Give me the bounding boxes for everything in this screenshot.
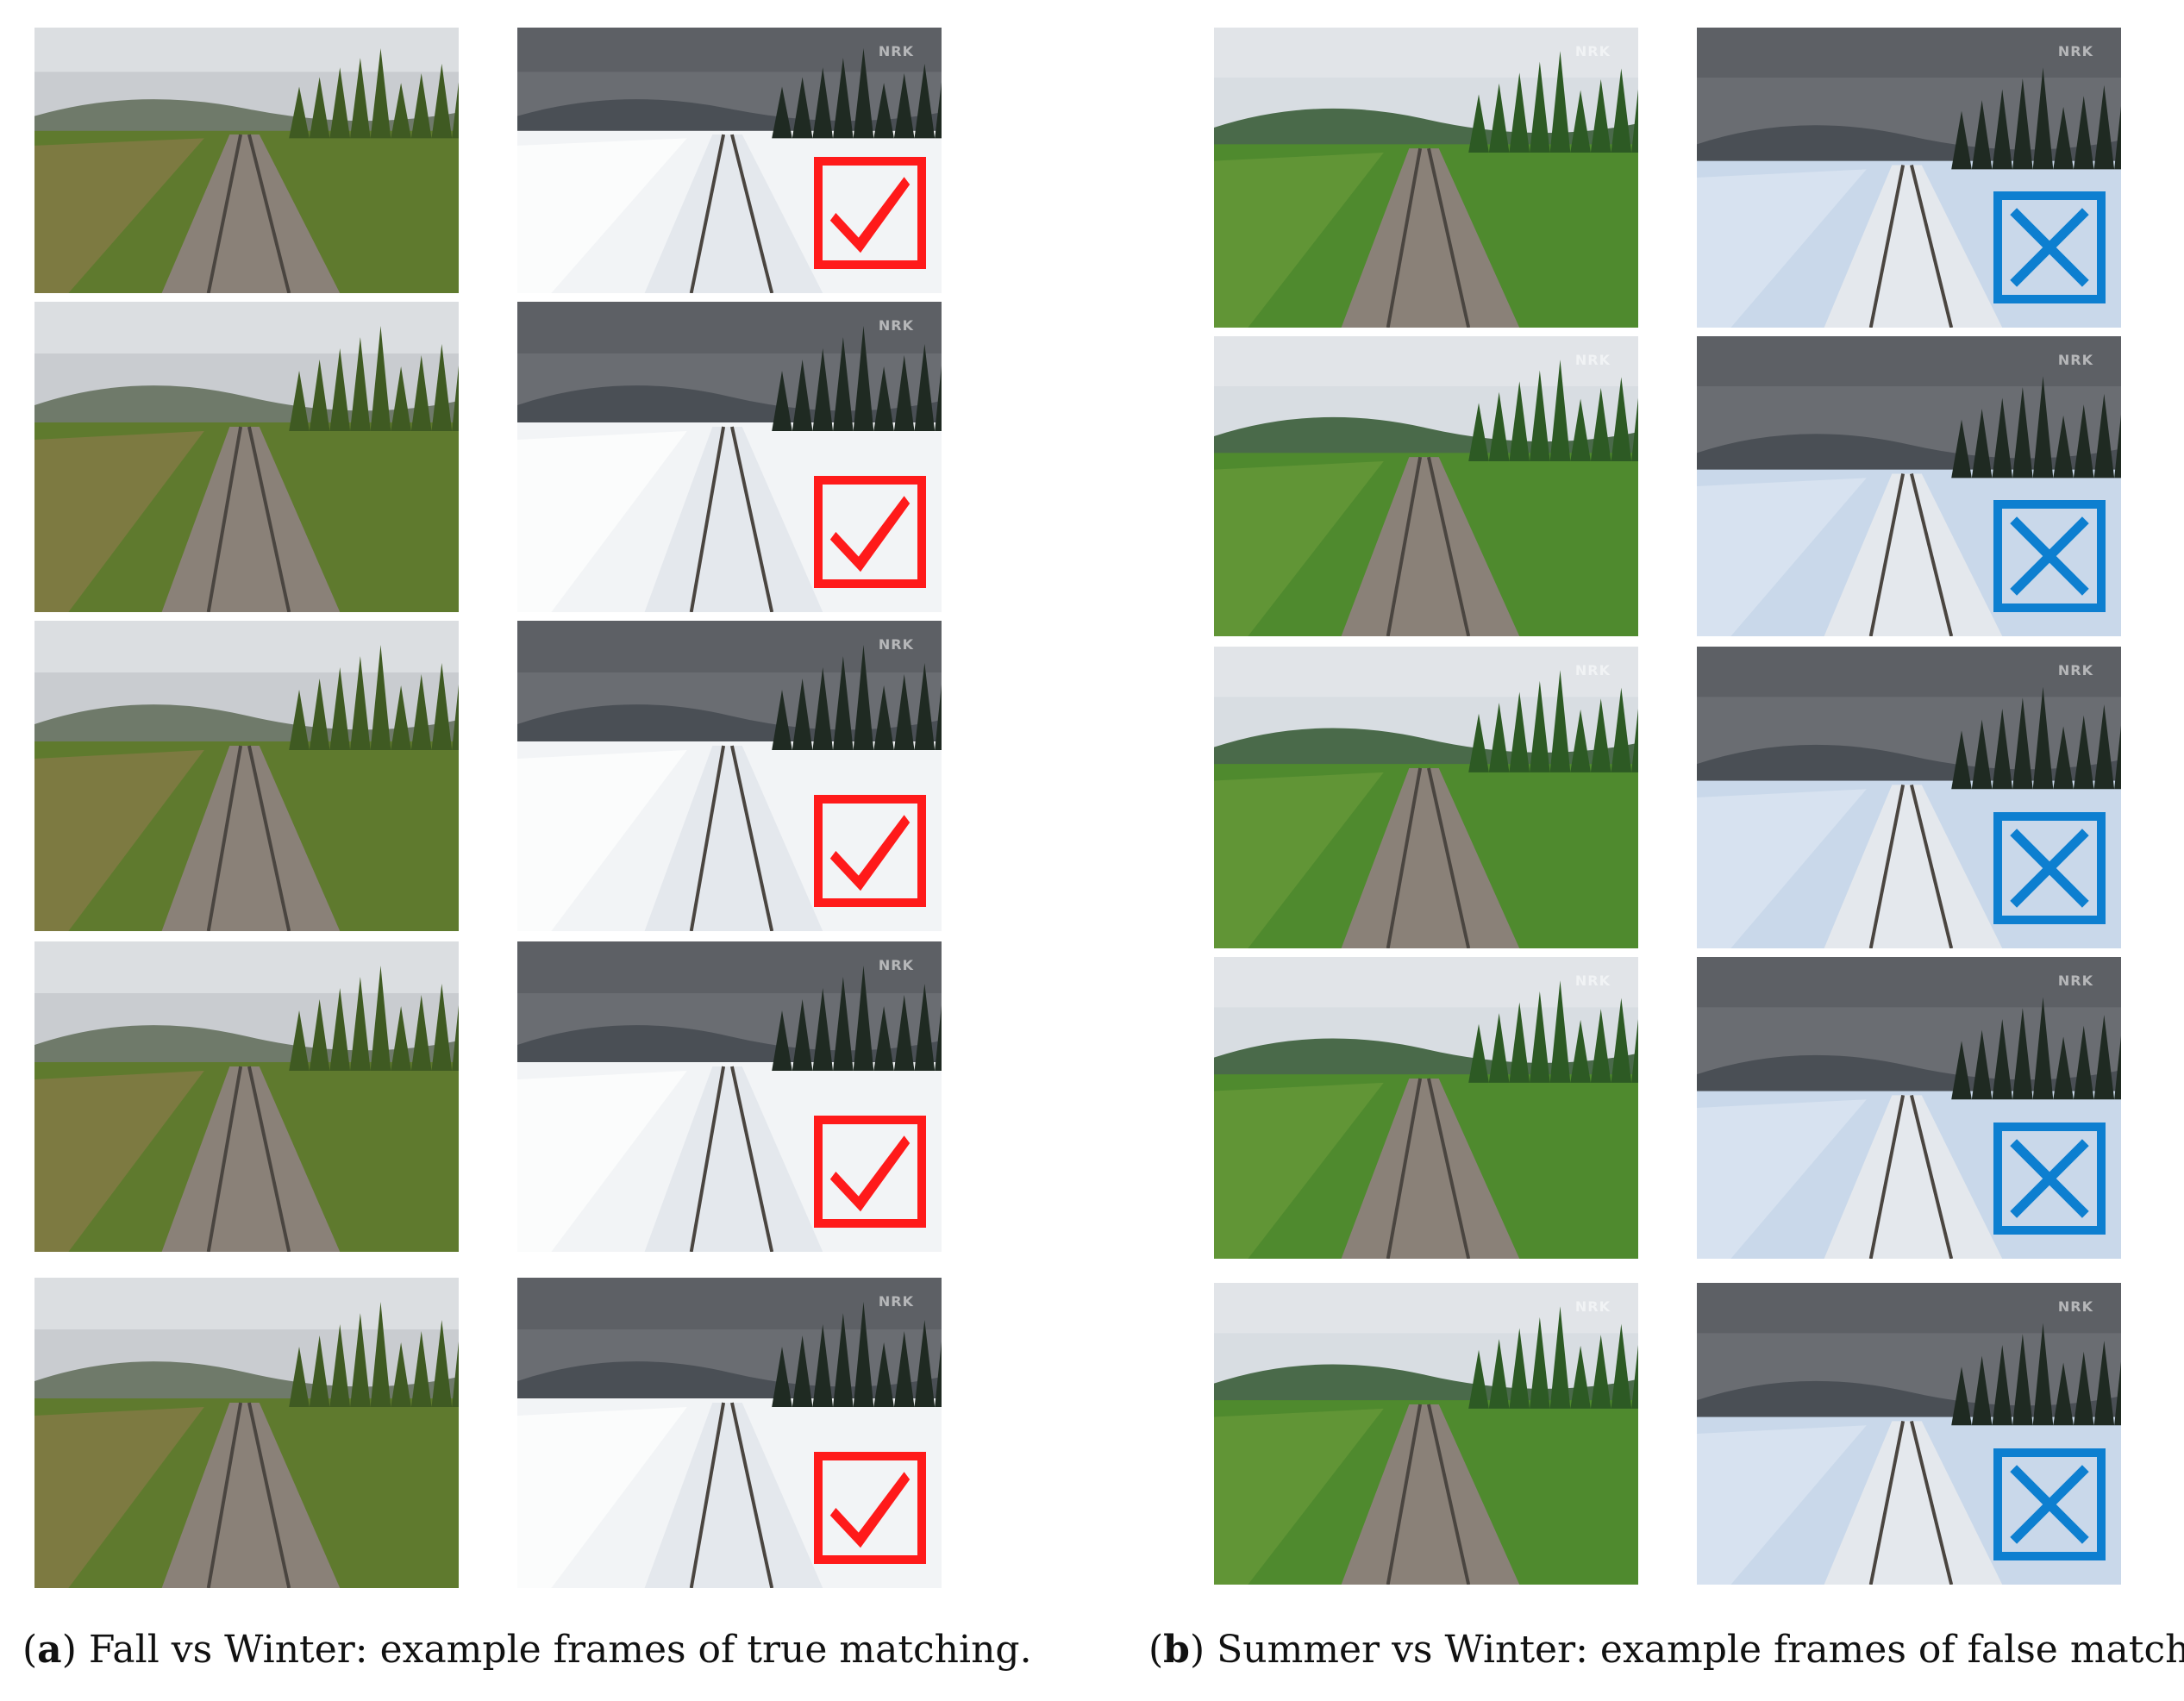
checkmark-icon <box>814 1452 926 1564</box>
frame-b-row1-summer: NRK <box>1214 28 1638 328</box>
frame-a-row3-fall <box>34 621 459 931</box>
frame-a-row1-winter: NRK <box>517 28 942 293</box>
nrk-watermark: NRK <box>2057 662 2093 679</box>
checkmark-icon <box>814 1116 926 1228</box>
frame-a-row5-winter: NRK <box>517 1278 942 1588</box>
frame-b-row2-summer: NRK <box>1214 336 1638 636</box>
nrk-watermark: NRK <box>878 317 914 334</box>
cross-icon <box>1993 812 2106 924</box>
nrk-watermark: NRK <box>1574 352 1611 368</box>
nrk-watermark: NRK <box>1574 662 1611 679</box>
cross-icon <box>1993 1123 2106 1235</box>
caption-b: (b) Summer vs Winter: example frames of … <box>1148 1628 2184 1672</box>
frame-b-row3-winter: NRK <box>1697 647 2121 948</box>
nrk-watermark: NRK <box>878 636 914 653</box>
checkmark-icon <box>814 476 926 588</box>
panel-a-fall-vs-winter: NRK NRK NRK NRK NRK <box>34 28 942 1588</box>
frame-a-row2-fall <box>34 302 459 612</box>
frame-b-row4-summer: NRK <box>1214 957 1638 1259</box>
checkmark-icon <box>814 157 926 269</box>
nrk-watermark: NRK <box>2057 352 2093 368</box>
nrk-watermark: NRK <box>2057 43 2093 59</box>
nrk-watermark: NRK <box>1574 43 1611 59</box>
nrk-watermark: NRK <box>2057 972 2093 989</box>
frame-b-row2-winter: NRK <box>1697 336 2121 636</box>
frame-a-row5-fall <box>34 1278 459 1588</box>
nrk-watermark: NRK <box>878 43 914 59</box>
nrk-watermark: NRK <box>1574 972 1611 989</box>
frame-a-row4-winter: NRK <box>517 941 942 1252</box>
frame-a-row1-fall <box>34 28 459 293</box>
frame-b-row1-winter: NRK <box>1697 28 2121 328</box>
frame-a-row4-fall <box>34 941 459 1252</box>
frame-b-row5-winter: NRK <box>1697 1283 2121 1585</box>
frame-b-row5-summer: NRK <box>1214 1283 1638 1585</box>
panel-b-summer-vs-winter: NRK NRK NRK NRK NRK NRK NRK NRK NRK NRK <box>1092 0 2184 1701</box>
checkmark-icon <box>814 795 926 907</box>
nrk-watermark: NRK <box>2057 1298 2093 1315</box>
frame-b-row3-summer: NRK <box>1214 647 1638 948</box>
cross-icon <box>1993 1448 2106 1560</box>
nrk-watermark: NRK <box>878 1293 914 1310</box>
nrk-watermark: NRK <box>1574 1298 1611 1315</box>
cross-icon <box>1993 500 2106 612</box>
nrk-watermark: NRK <box>878 957 914 973</box>
frame-b-row4-winter: NRK <box>1697 957 2121 1259</box>
frame-a-row2-winter: NRK <box>517 302 942 612</box>
frame-a-row3-winter: NRK <box>517 621 942 931</box>
caption-a: (a) Fall vs Winter: example frames of tr… <box>22 1628 1032 1672</box>
cross-icon <box>1993 191 2106 303</box>
